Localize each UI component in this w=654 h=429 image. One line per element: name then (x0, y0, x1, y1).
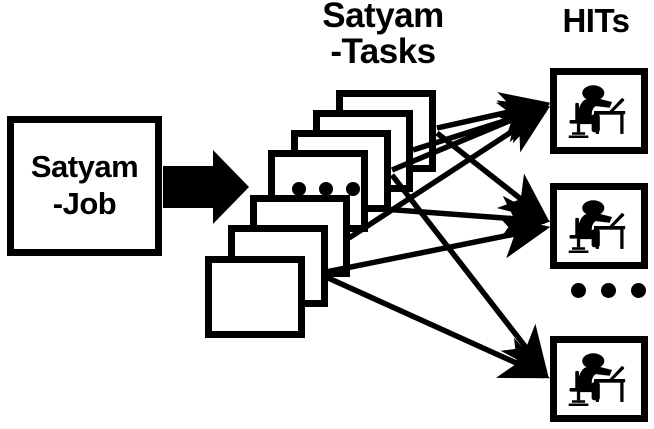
worker-at-desk-icon (568, 200, 626, 253)
connector-arrow (368, 195, 551, 240)
dot-icon (319, 182, 333, 196)
worker-at-desk-icon (568, 353, 626, 406)
task-card (205, 256, 305, 338)
hit-box (550, 183, 648, 269)
dot-icon (601, 283, 616, 298)
satyam-job-box: Satyam -Job (7, 116, 162, 256)
connector-arrow (347, 106, 550, 241)
dot-icon (631, 283, 646, 298)
task-card-ellipsis (292, 182, 360, 196)
thick-right-arrow-icon (163, 150, 249, 224)
satyam-job-label: Satyam -Job (30, 149, 139, 221)
hits-ellipsis (571, 283, 646, 298)
connector-arrow (325, 215, 551, 275)
dot-icon (292, 182, 306, 196)
worker-at-desk-icon (568, 85, 626, 138)
hit-box (550, 336, 648, 422)
connector-arrow (324, 274, 551, 379)
hit-box (550, 68, 648, 154)
satyam-tasks-title: Satyam -Tasks (322, 0, 444, 71)
dot-icon (346, 182, 360, 196)
hits-title: HITs (562, 2, 630, 39)
dot-icon (571, 283, 586, 298)
